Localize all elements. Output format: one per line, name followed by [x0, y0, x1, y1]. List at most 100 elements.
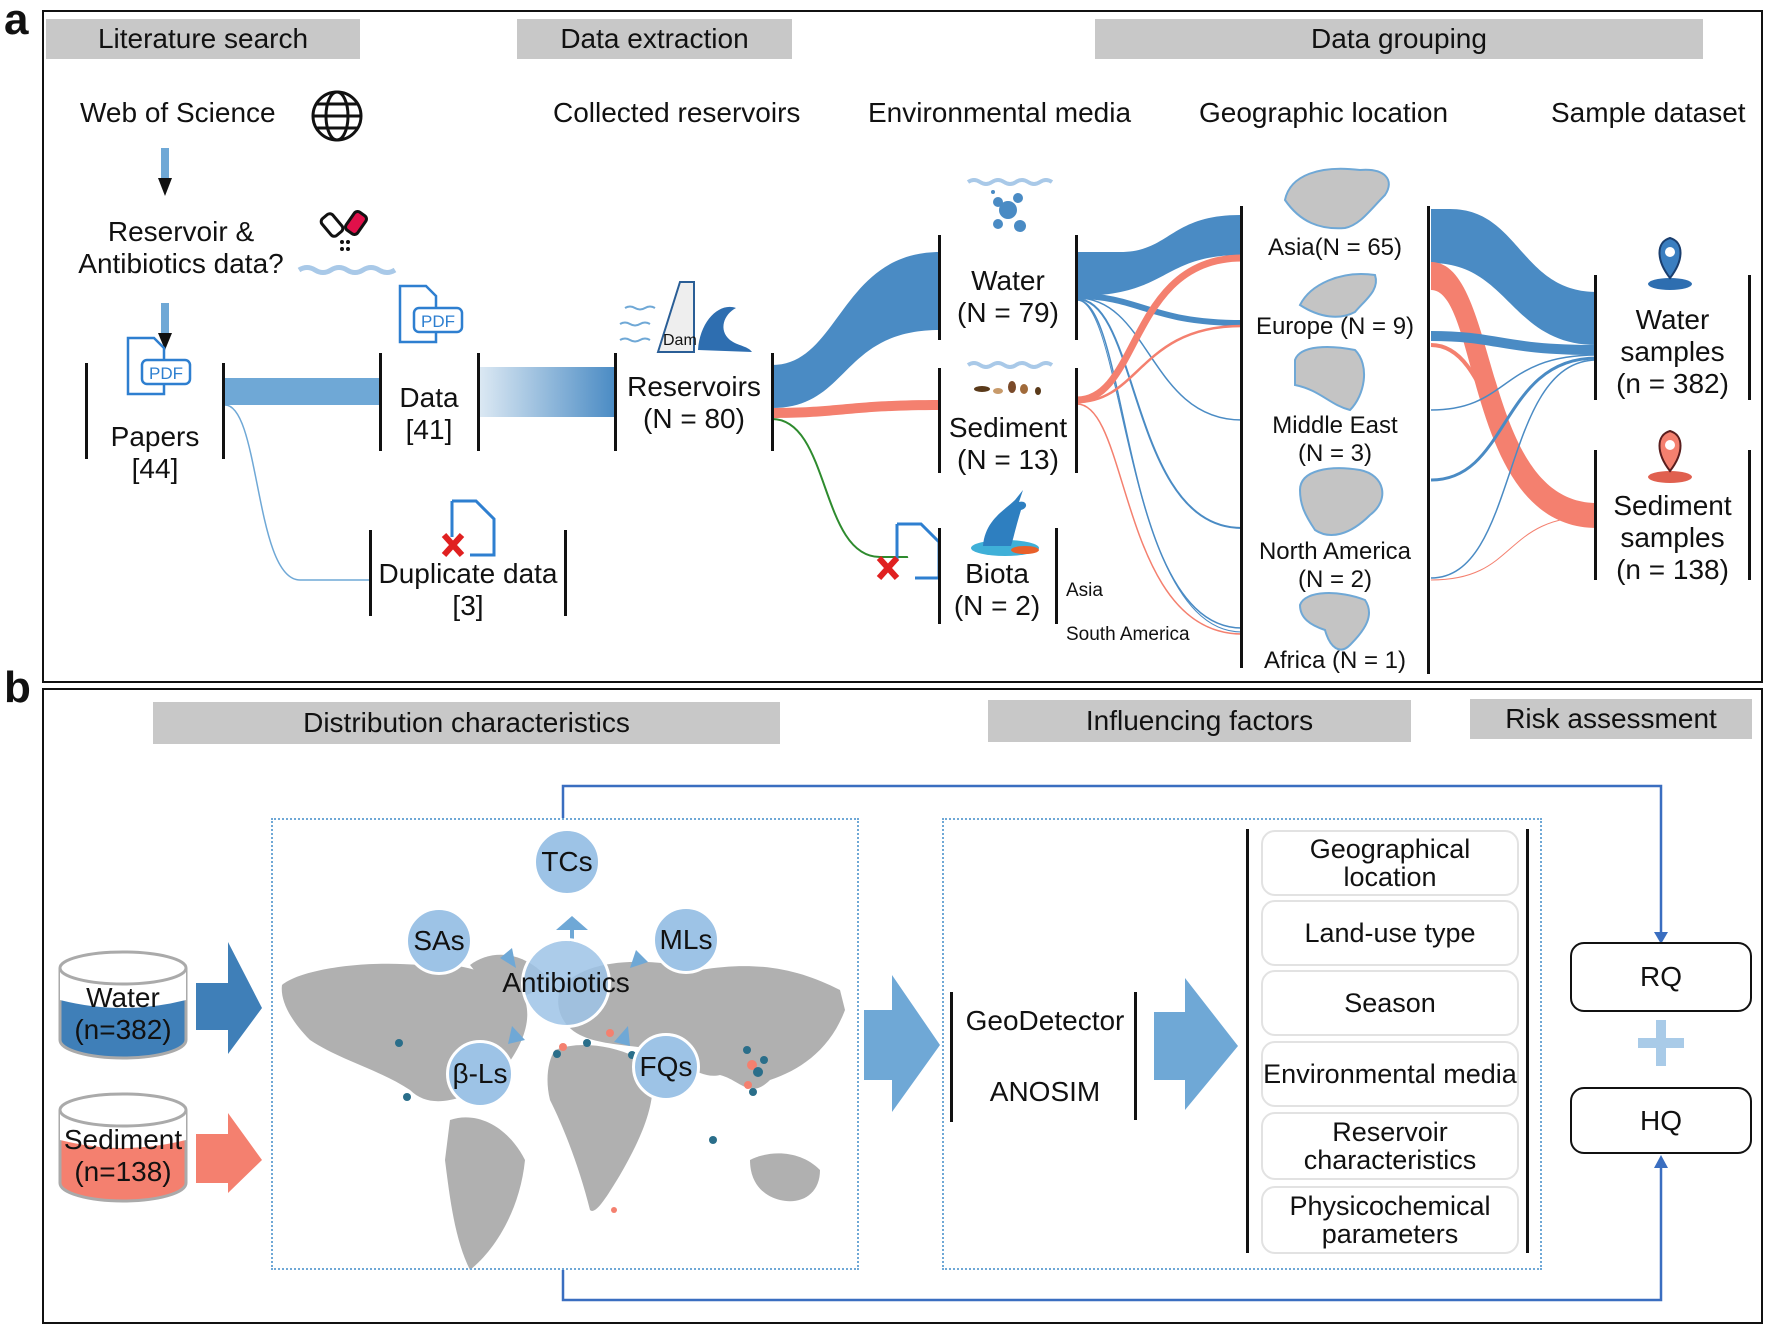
- flow-reservoirs-water: [772, 252, 940, 408]
- duplicate-document-icon: [876, 522, 941, 581]
- node-bar: [222, 363, 225, 459]
- sediment-samples-count: (n = 138): [1616, 554, 1729, 586]
- node-north-america: North America (N = 2): [1243, 538, 1427, 593]
- panel-b-letter: b: [4, 663, 31, 712]
- water-location-pin-icon: [1648, 236, 1692, 290]
- flow-africa-water-samples: [1430, 359, 1598, 579]
- flow-water-africa: [1076, 299, 1243, 633]
- node-bar: [85, 363, 88, 459]
- sediment-location-pin-icon: [1648, 429, 1692, 483]
- arrow-right-icon: [196, 1113, 262, 1193]
- flow-papers-duplicate: [224, 404, 370, 581]
- node-bar: [1748, 450, 1751, 580]
- pdf-icon: PDF: [126, 336, 192, 396]
- node-papers: Papers [44]: [100, 421, 210, 485]
- flow-data-reservoirs: [480, 367, 615, 417]
- north-america-map-icon: [1298, 467, 1384, 536]
- flow-reservoirs-sediment: [772, 400, 940, 418]
- antibiotic-class-tcs: TCs: [533, 828, 601, 896]
- node-water: Water (N = 79): [941, 265, 1075, 329]
- water-bubbles-icon: [966, 178, 1054, 232]
- arrow-up-icon: [1654, 1155, 1668, 1168]
- arrow-left-icon: [500, 948, 516, 968]
- water-samples-count: (n = 382): [1616, 368, 1729, 400]
- feedback-line-top: [561, 784, 1663, 934]
- question-line1: Reservoir &: [107, 216, 255, 247]
- node-sediment: Sediment (N = 13): [941, 412, 1075, 476]
- antibiotics-center: Antibiotics: [502, 938, 630, 1028]
- flow-reservoirs-biota: [771, 418, 940, 558]
- fish-icon: [971, 490, 1039, 556]
- header-distribution: Distribution characteristics: [153, 702, 780, 744]
- flow-africa-sediment-samples: [1430, 515, 1598, 581]
- duplicate-document-icon: [441, 499, 496, 558]
- header-literature-search: Literature search: [46, 19, 360, 59]
- node-bar: [1594, 450, 1597, 580]
- arrow-down-icon: [1654, 932, 1668, 944]
- sample-points: [395, 1029, 768, 1213]
- environmental-media-title: Environmental media: [868, 97, 1132, 128]
- distribution-box: [271, 818, 859, 1270]
- input-water-label: Water: [86, 982, 160, 1013]
- node-bar: [938, 235, 941, 340]
- water-label: Water: [971, 265, 1045, 296]
- antibiotic-class-sas: SAs: [405, 907, 473, 975]
- node-bar: [950, 992, 953, 1122]
- question-label: Reservoir & Antibiotics data?: [76, 216, 286, 280]
- web-of-science-label: Web of Science: [80, 97, 276, 128]
- node-bar: [771, 353, 774, 451]
- node-bar: [1075, 235, 1078, 340]
- flow-water-middle-east: [1076, 297, 1243, 421]
- node-bar: [1594, 275, 1597, 400]
- middle-east-label: Middle East: [1272, 412, 1398, 439]
- question-line2: Antibiotics data?: [78, 248, 284, 280]
- node-bar: [1240, 206, 1243, 668]
- node-bar: [1055, 528, 1058, 624]
- water-cylinder-icon: [58, 950, 188, 1060]
- factor-environmental-media: Environmental media: [1261, 1041, 1519, 1107]
- influencing-box: [942, 818, 1542, 1270]
- input-sediment-label: Sediment: [63, 1124, 183, 1155]
- sediment-count: (N = 13): [957, 444, 1059, 476]
- water-count: (N = 79): [957, 297, 1059, 329]
- data-count: [41]: [405, 414, 453, 446]
- factor-geographical-location: Geographical location: [1261, 830, 1519, 896]
- africa-map-icon: [1298, 592, 1370, 651]
- flow-asia-water-samples: [1431, 209, 1597, 345]
- node-bar: [1075, 368, 1078, 473]
- panel-a-letter: a: [4, 0, 29, 44]
- north-america-label: North America: [1258, 538, 1412, 565]
- duplicate-count: [3]: [452, 590, 484, 622]
- duplicate-label: Duplicate data: [378, 558, 558, 589]
- node-bar: [1526, 829, 1529, 1253]
- node-bar: [1748, 275, 1751, 400]
- flow-asia-sediment-samples: [1431, 262, 1597, 528]
- middle-east-count: (N = 3): [1297, 439, 1372, 467]
- arrow-right-icon: [630, 950, 648, 968]
- sediment-samples-label2: samples: [1620, 522, 1725, 554]
- europe-map-icon: [1298, 273, 1377, 318]
- node-water-samples: Water samples (n = 382): [1597, 304, 1748, 401]
- panel-b-frame: [42, 688, 1763, 1324]
- flow-middle-east-water-samples: [1430, 354, 1598, 411]
- factor-physicochemical-parameters: Physicochemical parameters: [1261, 1186, 1519, 1254]
- node-data: Data [41]: [385, 382, 473, 446]
- arrow-down-right-icon: [614, 1026, 630, 1046]
- node-asia: Asia(N = 65): [1267, 234, 1403, 261]
- feedback-line-bottom: [561, 1168, 1663, 1302]
- node-bar: [379, 353, 382, 451]
- flow-water-north-america: [1076, 298, 1243, 529]
- collected-reservoirs-title: Collected reservoirs: [553, 97, 801, 128]
- node-middle-east: Middle East (N = 3): [1243, 412, 1427, 467]
- node-bar: [938, 368, 941, 473]
- flow-sediment-europe: [1076, 324, 1243, 404]
- header-influencing: Influencing factors: [988, 700, 1411, 742]
- antibiotic-class-beta-ls: β-Ls: [446, 1040, 514, 1108]
- sediment-icon: [966, 361, 1054, 395]
- node-duplicate-data: Duplicate data [3]: [372, 558, 564, 622]
- header-data-grouping: Data grouping: [1095, 19, 1703, 59]
- sediment-label: Sediment: [948, 412, 1068, 443]
- arrow-right-icon: [864, 975, 940, 1112]
- node-bar: [1427, 206, 1430, 674]
